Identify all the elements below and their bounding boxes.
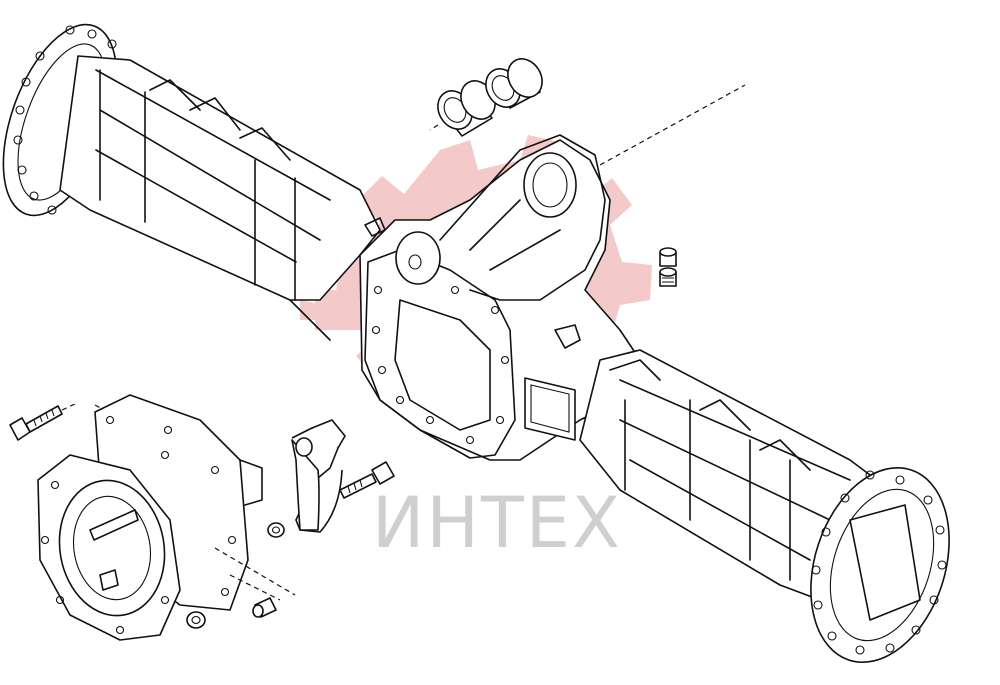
- right-flange-bolt-holes: [811, 470, 947, 655]
- right-axle-arm: [579, 349, 950, 664]
- small-fasteners: [186, 522, 285, 629]
- cover-alignment-line: [214, 547, 296, 601]
- cap-screw-left: [9, 405, 63, 441]
- cap-bolt: [339, 461, 395, 499]
- bearing-cap: [291, 419, 346, 533]
- center-housing: [359, 134, 641, 461]
- housing-flange-bolts: [371, 265, 510, 445]
- bushing-alignment-line: [429, 84, 746, 166]
- drain-plugs: [659, 247, 677, 287]
- right-wheel-flange: [810, 466, 950, 664]
- left-axle-arm: [2, 23, 381, 341]
- left-flange-bolt-holes: [13, 25, 129, 215]
- pinion-bore: [523, 152, 577, 218]
- housing-side-flange: [364, 249, 516, 459]
- watermark-text: ИНТЕХ: [372, 482, 622, 564]
- bushings: [437, 58, 543, 137]
- mounting-lug: [554, 324, 581, 349]
- cover-plate: [524, 377, 576, 441]
- final-drive-cover: [37, 394, 263, 641]
- pivot-boss: [395, 231, 441, 285]
